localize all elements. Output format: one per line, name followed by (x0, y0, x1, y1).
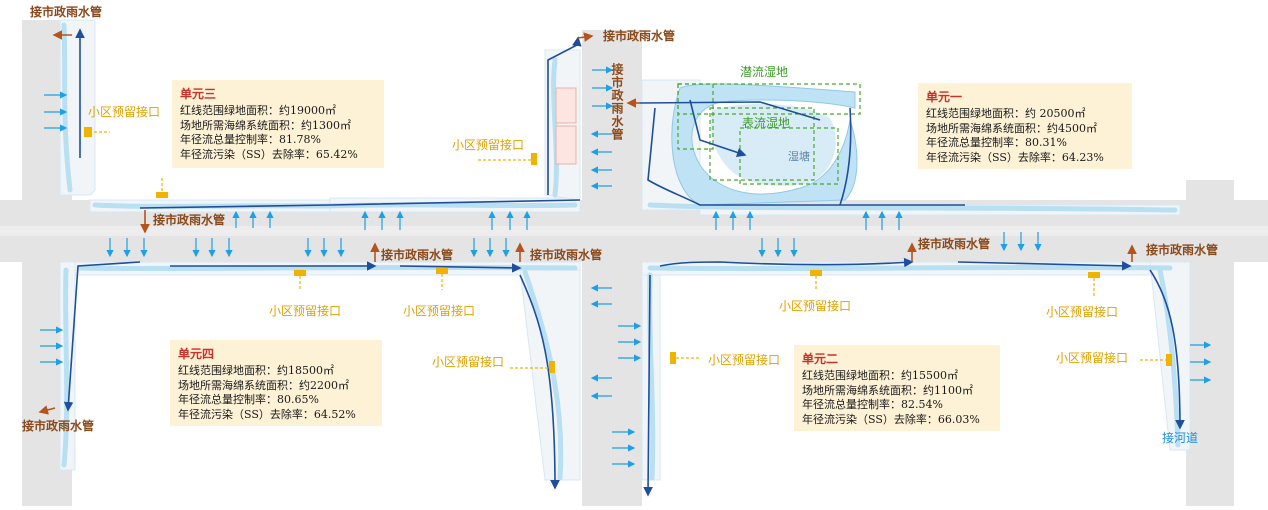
subsurface-wetland-label: 潜流湿地 (740, 65, 789, 79)
unit-two-info: 单元二 红线范围绿地面积：约15500㎡ 场地所需海绵系统面积：约1100㎡ 年… (794, 345, 1000, 431)
unit-ss-removal: 年径流污染（SS）去除率：66.03% (802, 412, 980, 426)
unit-green-area: 红线范围绿地面积：约 20500㎡ (926, 107, 1086, 120)
municipal-pipe-label: 接市政雨水管 (530, 248, 603, 262)
unit-ss-removal: 年径流污染（SS）去除率：64.52% (178, 407, 356, 421)
municipal-pipe-label: 接市政雨水管 (1146, 243, 1219, 257)
unit-sponge-area: 场地所需海绵系统面积：约1100㎡ (802, 383, 973, 397)
reserved-inlet-label: 小区预留接口 (432, 355, 505, 369)
unit-green-area: 红线范围绿地面积：约19000㎡ (180, 104, 336, 117)
unit-runoff-control: 年径流总量控制率：81.78% (180, 133, 321, 146)
unit-title: 单元三 (180, 87, 217, 101)
reserved-inlet-label: 小区预留接口 (1046, 305, 1119, 319)
runoff-arrows (40, 66, 1212, 468)
reserved-inlet-label: 小区预留接口 (708, 353, 781, 367)
unit-ss-removal: 年径流污染（SS）去除率：64.23% (926, 150, 1104, 164)
unit-four-info: 单元四 红线范围绿地面积：约18500㎡ 场地所需海绵系统面积：约2200㎡ 年… (170, 340, 382, 426)
reserved-inlet-label: 小区预留接口 (88, 105, 161, 119)
unit-green-area: 红线范围绿地面积：约18500㎡ (178, 364, 334, 377)
water-swales (61, 22, 1181, 481)
municipal-pipe-label: 接市政雨水管 (22, 419, 95, 433)
buildings (555, 87, 577, 165)
municipal-pipe-label: 接市政雨水管 (603, 29, 676, 43)
unit-ss-removal: 年径流污染（SS）去除率：65.42% (180, 147, 358, 161)
unit-runoff-control: 年径流总量控制率：82.54% (802, 398, 943, 411)
unit-one-info: 单元一 红线范围绿地面积：约 20500㎡ 场地所需海绵系统面积：约4500㎡ … (918, 83, 1132, 169)
unit-sponge-area: 场地所需海绵系统面积：约1300㎡ (180, 118, 351, 132)
flow-lines (63, 28, 1185, 497)
reserved-inlet-label: 小区预留接口 (779, 299, 852, 313)
municipal-pipe-label-vertical: 接市政雨水管 (610, 63, 624, 141)
unit-runoff-control: 年径流总量控制率：80.65% (178, 393, 319, 406)
municipal-pipe-label: 接市政雨水管 (30, 5, 103, 19)
unit-runoff-control: 年径流总量控制率：80.31% (926, 136, 1067, 149)
unit-green-area: 红线范围绿地面积：约15500㎡ (802, 369, 958, 382)
unit-sponge-area: 场地所需海绵系统面积：约2200㎡ (178, 378, 349, 392)
unit-three-info: 单元三 红线范围绿地面积：约19000㎡ 场地所需海绵系统面积：约1300㎡ 年… (172, 80, 384, 168)
river-label: 接河道 (1162, 431, 1199, 445)
municipal-pipe-label: 接市政雨水管 (381, 248, 454, 262)
reserved-inlets (84, 127, 1172, 373)
wetland-pond (671, 83, 858, 206)
municipal-pipe-label: 接市政雨水管 (153, 213, 226, 227)
wet-pond-label: 湿塘 (788, 150, 810, 163)
unit-title: 单元一 (926, 90, 963, 104)
municipal-pipe-arrows (38, 30, 1137, 415)
reserved-inlet-label: 小区预留接口 (403, 304, 476, 318)
reserved-inlet-label: 小区预留接口 (452, 138, 525, 152)
reserved-inlet-label: 小区预留接口 (269, 304, 342, 318)
unit-title: 单元四 (178, 347, 215, 361)
reserved-inlet-label: 小区预留接口 (1056, 351, 1129, 365)
unit-sponge-area: 场地所需海绵系统面积：约4500㎡ (926, 121, 1097, 135)
municipal-pipe-label: 接市政雨水管 (918, 237, 991, 251)
unit-title: 单元二 (802, 352, 839, 366)
surface-wetland-label: 表流湿地 (742, 116, 791, 130)
